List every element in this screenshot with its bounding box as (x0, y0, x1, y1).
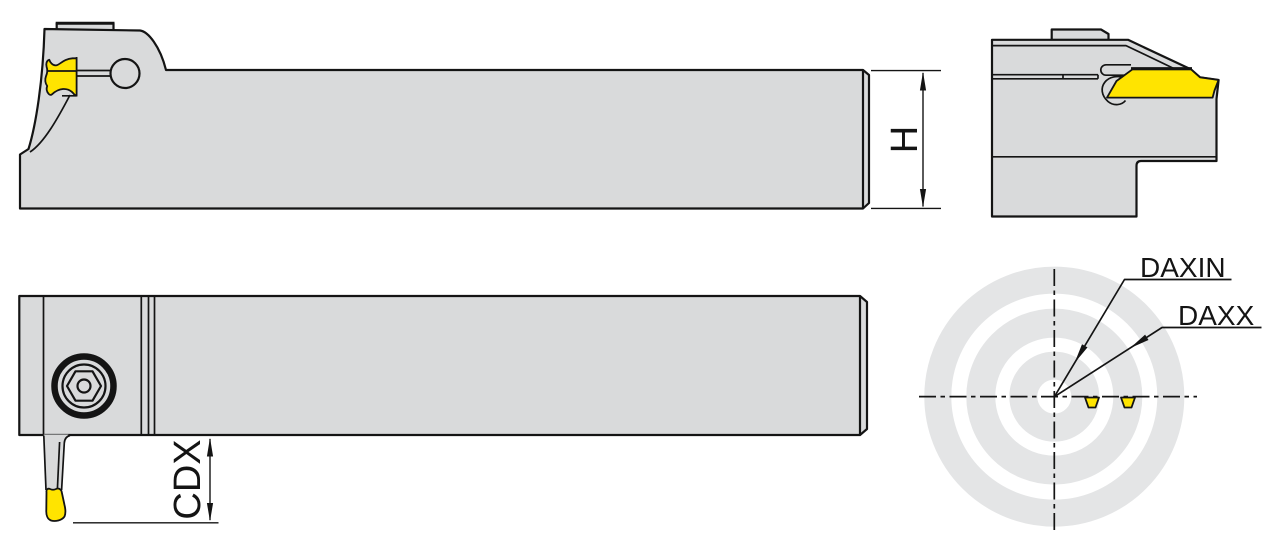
daxx-leader: DAXX (1054, 300, 1262, 398)
insert-section-inner (1084, 396, 1100, 409)
side-view (18, 21, 871, 210)
side-view-flex-slot (77, 69, 111, 77)
insert-top-view (45, 487, 67, 522)
insert-section-outer (1120, 396, 1136, 409)
end-view (990, 28, 1220, 218)
end-view-seat-relief (1101, 75, 1128, 106)
cdx-dimension-label: CDX (167, 439, 209, 519)
side-view-body-outline (18, 27, 871, 210)
top-view-finger-right-edge (60, 434, 71, 491)
top-view-finger-left-edge (42, 435, 47, 491)
daxx-leader-line (1054, 326, 1262, 398)
clamp-screw-head (61, 363, 107, 409)
h-dimension-label: H (884, 126, 926, 153)
top-view-finger-facet (56, 441, 61, 490)
end-view-clamp-finger (1100, 63, 1131, 77)
clamp-screw (51, 353, 117, 419)
insert-side-view (44, 57, 78, 96)
end-view-flex-slot (992, 73, 1099, 80)
clamp-screw-hex-socket (65, 370, 103, 402)
end-view-top-seam (992, 44, 1179, 72)
h-dimension: H (871, 69, 941, 210)
insert-end-view (1106, 68, 1220, 99)
daxx-label: DAXX (1178, 300, 1255, 331)
top-view-finger-fill (43, 434, 69, 490)
clamp-screw-outer-ring (51, 353, 117, 419)
cdx-arrow-up (206, 437, 214, 457)
cdx-arrow-down (206, 503, 214, 522)
daxx-arrowhead (1130, 334, 1149, 349)
side-view-relief-hole (109, 57, 141, 90)
top-view-joint-lines (140, 296, 156, 435)
top-view (18, 294, 869, 522)
workpiece-face-diagram: DAXIN DAXX (919, 252, 1262, 532)
h-arrow-down (919, 189, 927, 208)
h-arrow-up (919, 71, 927, 91)
daxin-label: DAXIN (1140, 252, 1226, 283)
side-view-clearance-curve (29, 94, 71, 153)
cdx-dimension: CDX (73, 437, 219, 524)
daxin-leader: DAXIN (1054, 252, 1232, 397)
end-view-stop-tab (1050, 28, 1110, 42)
h-extension-lines (871, 69, 941, 210)
top-view-body-outline (18, 294, 869, 437)
clamp-screw-center (76, 378, 92, 394)
daxin-arrowhead (1074, 344, 1088, 363)
end-view-body-outline (990, 38, 1220, 218)
